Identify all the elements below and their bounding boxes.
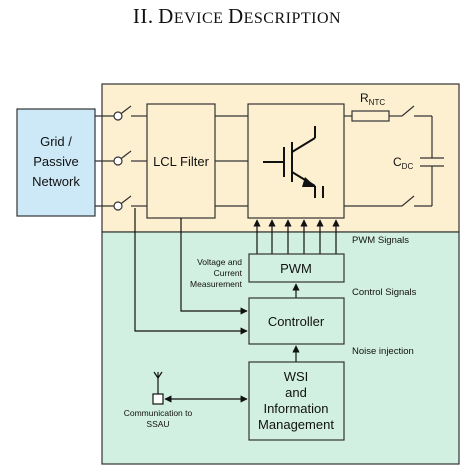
heading-initial-2: D — [227, 4, 244, 28]
rntc-sub: NTC — [369, 98, 386, 107]
inverter-box — [247, 103, 345, 219]
cdc-label: CDC — [393, 155, 413, 171]
wsi-line3: Information — [263, 401, 328, 416]
pwm-signal-arrows — [253, 219, 340, 254]
pwm-label: PWM — [280, 261, 312, 276]
control-signals-label: Control Signals — [352, 287, 417, 298]
measurement-line3: Measurement — [190, 279, 243, 289]
grid-network-box — [16, 108, 96, 217]
pwm-box — [248, 253, 345, 283]
rntc-main: R — [360, 91, 369, 105]
pwm-signals-label: PWM Signals — [352, 235, 409, 246]
cdc-main: C — [393, 155, 402, 169]
grid-label-line1: Grid / — [40, 134, 72, 149]
grid-label-line3: Network — [32, 174, 80, 189]
communication-line2: SSAU — [146, 419, 169, 429]
rntc-label: RNTC — [360, 91, 385, 107]
wsi-line4: Management — [258, 417, 334, 432]
measurement-line1: Voltage and — [197, 257, 242, 267]
heading-initial-1: D — [158, 4, 174, 28]
wsi-line2: and — [285, 385, 307, 400]
wsi-line1: WSI — [284, 369, 309, 384]
section-heading: II. DEVICE DESCRIPTION — [0, 4, 474, 29]
switch-contacts — [113, 111, 123, 211]
cdc-sub: DC — [402, 162, 414, 171]
grid-label-line2: Passive — [33, 154, 79, 169]
rntc-resistor — [351, 110, 390, 122]
communication-line1: Communication to — [124, 408, 193, 418]
controller-box — [248, 297, 345, 345]
igbt-icon — [263, 126, 324, 198]
lcl-filter-box — [146, 103, 216, 219]
measurement-line2: Current — [214, 268, 243, 278]
section-number: II. — [132, 4, 154, 28]
heading-rest-1: EVICE — [173, 10, 224, 27]
dc-link-wiring — [344, 105, 444, 207]
wsi-box — [248, 361, 345, 441]
heading-rest-2: ESCRIPTION — [243, 10, 342, 27]
antenna-icon — [152, 371, 164, 405]
lcl-filter-label: LCL Filter — [153, 154, 210, 169]
measurement-lines — [134, 208, 248, 335]
controller-label: Controller — [268, 314, 325, 329]
noise-injection-label: Noise injection — [352, 346, 414, 357]
phase-lines-inverter — [215, 115, 248, 207]
phase-lines-grid — [95, 105, 147, 207]
